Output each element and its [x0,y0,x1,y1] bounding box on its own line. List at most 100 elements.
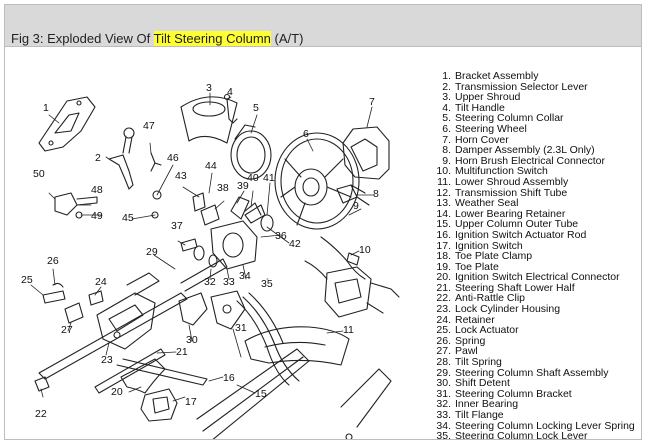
lower-shroud-part [244,326,350,366]
callout-29: 29 [146,246,158,258]
callout-46: 46 [167,152,179,164]
callout-39: 39 [237,180,249,192]
legend-item: 25.Lock Actuator [425,325,635,336]
callout-11: 11 [343,324,354,336]
legend-number: 25. [436,324,451,337]
legend-item: 28. Tilt Spring [425,357,635,368]
callout-49: 49 [91,210,103,222]
legend-item: 8. Damper Assembly (2.3L Only) [425,145,635,156]
callout-17: 17 [185,396,197,408]
legend-text: Damper Assembly (2.3L Only) [455,144,595,157]
tilt-handle-part [223,93,238,124]
legend-number: 23. [436,303,451,316]
callout-10: 10 [359,244,371,256]
column-outer-tube-part [196,348,392,439]
legend-text: Inner Bearing [455,398,519,411]
multifunction-switch-part [304,260,400,318]
legend-item: 32.Inner Bearing [425,399,635,410]
legend-item: 22. Anti-Rattle Clip [425,293,635,304]
legend-text: Ignition Switch [455,239,523,252]
upper-small-parts [150,152,266,252]
callout-33: 33 [223,276,235,288]
legend-number: 8. [442,144,451,157]
callout-30: 30 [186,334,198,346]
legend-number: 10. [436,165,451,178]
damper-assembly-part [336,184,370,206]
ignition-switch-part [140,388,178,422]
callout-32: 32 [204,276,216,288]
legend-text: Lower Shroud Assembly [455,175,569,188]
callout-23: 23 [101,354,113,366]
callout-4: 4 [227,86,233,98]
anti-rattle-clip-part [34,376,50,392]
legend-number: 19. [436,260,451,273]
legend-text: Steering Shaft Lower Half [455,281,575,294]
callout-21: 21 [176,346,188,358]
legend-text: Steering Column Lock Lever [455,430,588,440]
lower-shaft-part [94,348,166,394]
figure-frame: Fig 3: Exploded View Of Tilt Steering Co… [4,4,642,440]
legend-text: Anti-Rattle Clip [455,292,526,305]
callout-42: 42 [289,238,301,250]
legend-item: 13.Weather Seal [425,198,635,209]
callout-45: 45 [122,212,134,224]
callout-44: 44 [205,160,217,172]
legend-number: 28. [436,356,451,369]
legend-text: Toe Plate Clamp [455,250,533,263]
legend-item: 20.Ignition Switch Electrical Connector [425,272,635,283]
legend-item: 26.Spring [425,336,635,347]
legend-text: Tilt Flange [455,409,504,421]
leader-lines [30,92,374,402]
callout-25: 25 [21,274,33,286]
legend-number: 31. [436,387,451,400]
legend-number: 7. [442,133,451,146]
callout-16: 16 [223,372,235,384]
legend-number: 12. [436,186,451,199]
legend-text: Toe Plate [455,260,499,273]
legend-item: 21.Steering Shaft Lower Half [425,283,635,294]
title-prefix: Fig 3: Exploded View Of [11,31,151,46]
title-suffix: (A/T) [274,31,304,46]
legend-number: 5. [442,112,451,125]
horn-cover-part [342,126,390,180]
callout-26: 26 [47,255,59,267]
legend-number: 22. [436,292,451,305]
tilt-flange-part [193,202,274,270]
callout-20: 20 [111,386,123,398]
legend-item: 29.Steering Column Shaft Assembly [425,366,635,379]
legend-text: Lower Bearing Retainer [455,207,566,220]
legend-number: 16. [436,228,451,241]
legend-text: Upper Shroud [455,91,521,104]
legend-item: 15.Upper Column Outer Tube [425,219,635,230]
legend-number: 13. [436,197,451,210]
callout-35: 35 [261,278,273,290]
legend-text: Retainer [455,313,495,326]
legend-item: 7.Horn Cover [425,133,635,146]
callout-24: 24 [95,276,107,288]
legend-number: 18. [436,250,451,263]
legend-text: Transmission Selector Lever [455,80,588,93]
legend-item: 6.Steering Wheel [425,124,635,135]
callout-47: 47 [143,120,155,132]
legend-item: 17. Ignition Switch [425,239,635,252]
figure-title: Fig 3: Exploded View Of Tilt Steering Co… [11,31,303,46]
legend-number: 29. [436,366,451,379]
legend-item: 12.Transmission Shift Tube [425,186,635,199]
exploded-diagram: 1 2 3 4 5 6 7 8 9 10 11 15 16 17 20 21 2… [5,47,641,439]
horn-brush-connector-part [320,236,366,280]
legend-item: 16.Ignition Switch Actuator Rod [425,230,635,241]
callout-6: 6 [303,128,309,140]
legend-item: 3.Upper Shroud [425,92,635,103]
callout-48: 48 [91,184,103,196]
legend-text: Steering Wheel [455,122,527,135]
legend-number: 15. [436,218,451,231]
legend-item: 33.Tilt Flange [425,410,635,421]
legend-number: 24. [436,313,451,326]
legend-text: Tilt Spring [455,356,502,369]
legend-number: 17. [436,239,451,252]
legend-text: Pawl [455,345,478,358]
callout-31: 31 [235,322,247,334]
steering-wheel-part [274,132,360,230]
legend-item: 34.Steering Column Locking Lever Spring [425,420,634,432]
